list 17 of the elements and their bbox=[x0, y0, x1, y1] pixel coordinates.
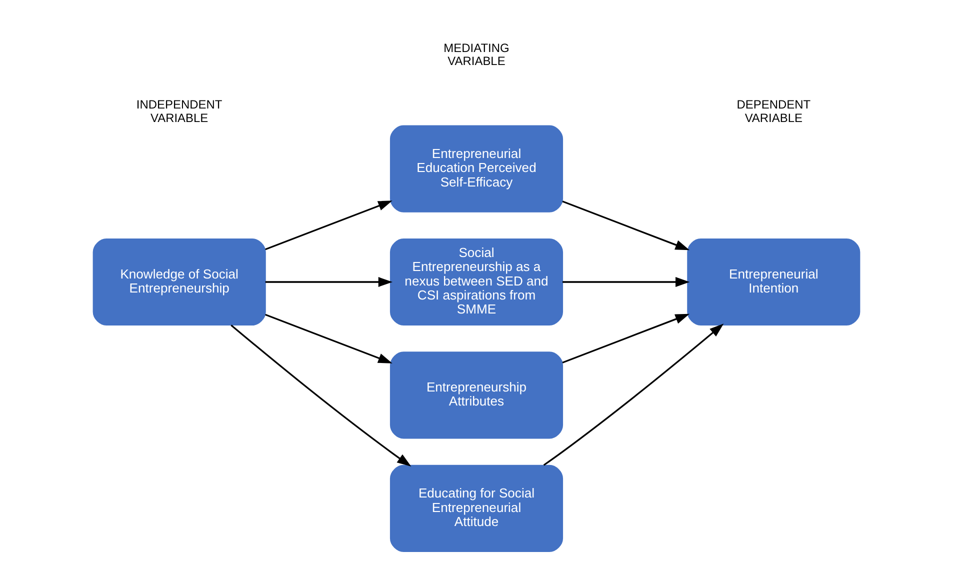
node-box: Knowledge of Social Entrepreneurship bbox=[92, 238, 266, 326]
arrow bbox=[230, 324, 412, 467]
node-box: Entrepreneurship Attributes bbox=[390, 352, 564, 439]
node-box: Entrepreneurial Education Perceived Self-Efficacy bbox=[390, 125, 564, 212]
arrow bbox=[265, 200, 392, 250]
node-box: Educating for Social Entrepreneurial Attitude bbox=[390, 464, 564, 552]
arrow bbox=[562, 277, 690, 287]
label: DEPENDENT VARIABLE bbox=[736, 98, 811, 125]
arrow bbox=[265, 277, 393, 287]
node-box: Entrepreneurial Intention bbox=[687, 238, 860, 326]
label: MEDIATING VARIABLE bbox=[444, 41, 510, 68]
node-box: Social Entrepreneurship as a nexus between SED and CSI aspirations from SMME bbox=[390, 238, 564, 326]
arrow bbox=[562, 314, 690, 364]
arrow bbox=[562, 200, 690, 250]
arrow bbox=[265, 314, 392, 364]
arrow bbox=[543, 324, 724, 466]
label: INDEPENDENT VARIABLE bbox=[136, 98, 222, 125]
